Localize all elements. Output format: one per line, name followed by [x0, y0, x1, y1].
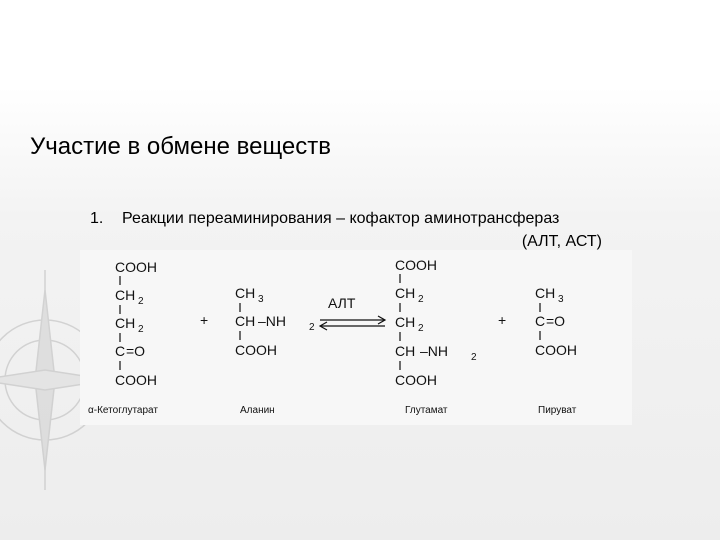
pyr-line2-bond: =O	[546, 313, 565, 329]
ala-line3: COOH	[235, 342, 277, 358]
slide-title: Участие в обмене веществ	[30, 133, 332, 160]
glu-line4-sub: 2	[471, 352, 477, 363]
akg-line3: CH	[115, 315, 135, 331]
compass-watermark-icon	[0, 270, 120, 490]
glu-line5: COOH	[395, 372, 437, 388]
pyr-structure: CH 3 C =O COOH Пируват	[535, 285, 577, 416]
akg-line2: CH	[115, 287, 135, 303]
ala-name: Аланин	[240, 405, 275, 416]
enzyme-label: АЛТ	[328, 295, 356, 311]
list-text-line2: (АЛТ, АСТ)	[521, 233, 602, 250]
list-number: 1.	[90, 210, 104, 227]
glu-line1: COOH	[395, 257, 437, 273]
glu-line2: CH	[395, 285, 415, 301]
equilibrium-arrow-icon	[318, 315, 387, 331]
akg-name: α-Кетоглутарат	[88, 405, 158, 416]
pyr-line1: CH	[535, 285, 555, 301]
plus-left: +	[200, 312, 208, 328]
ala-line2-sub: 2	[309, 322, 315, 333]
glu-line3-sub: 2	[418, 323, 424, 334]
pyr-line3: COOH	[535, 342, 577, 358]
ala-structure: CH 3 CH –NH 2 COOH Аланин	[235, 285, 315, 416]
akg-line4-bond: =O	[126, 343, 145, 359]
akg-line1: COOH	[115, 259, 157, 275]
akg-structure: COOH CH 2 CH 2 C =O COOH α-Кетоглутарат	[88, 259, 158, 416]
ala-line1: CH	[235, 285, 255, 301]
reaction-scheme: COOH CH 2 CH 2 C =O COOH α-Кетоглутарат …	[80, 250, 632, 425]
akg-line4: C	[115, 343, 125, 359]
glu-line2-sub: 2	[418, 294, 424, 305]
ala-line2-nh: –NH	[258, 313, 286, 329]
akg-line2-sub: 2	[138, 296, 144, 307]
list-text-line1: Реакции переаминирования – кофактор амин…	[122, 210, 560, 227]
glu-line4: CH	[395, 343, 415, 359]
glu-name: Глутамат	[405, 405, 448, 416]
pyr-line1-sub: 3	[558, 294, 564, 305]
pyr-line2: C	[535, 313, 545, 329]
ala-line2: CH	[235, 313, 255, 329]
akg-line5: COOH	[115, 372, 157, 388]
akg-line3-sub: 2	[138, 324, 144, 335]
glu-structure: COOH CH 2 CH 2 CH –NH 2 COOH Глутамат	[395, 257, 477, 416]
pyr-name: Пируват	[538, 405, 577, 416]
reaction-svg: COOH CH 2 CH 2 C =O COOH α-Кетоглутарат …	[88, 257, 577, 416]
glu-line4-nh: –NH	[420, 343, 448, 359]
plus-right: +	[498, 312, 506, 328]
glu-line3: CH	[395, 314, 415, 330]
ala-line1-sub: 3	[258, 294, 264, 305]
